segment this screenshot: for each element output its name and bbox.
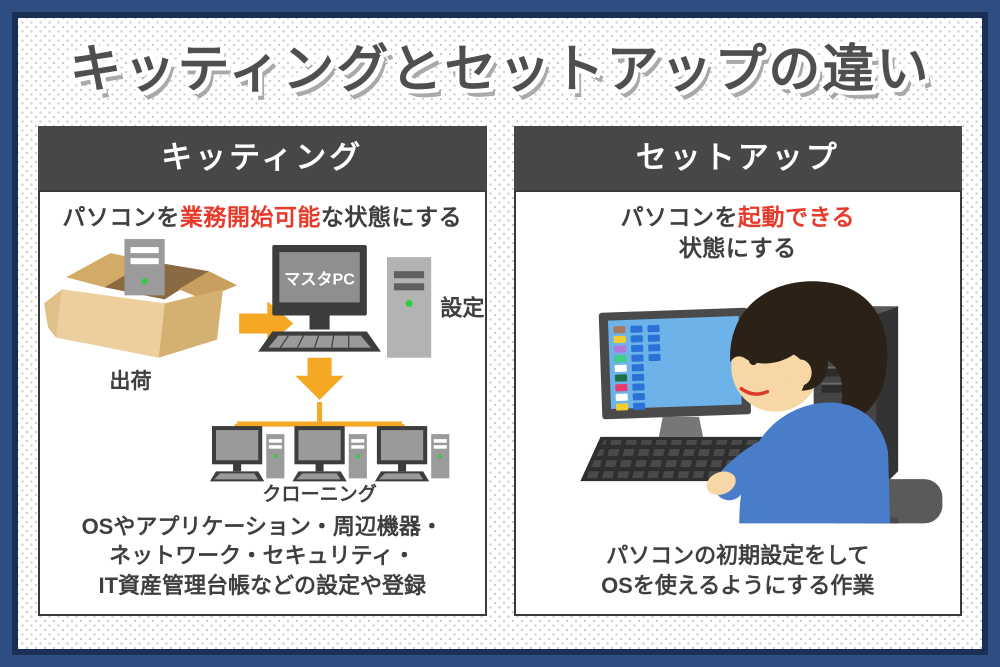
- clone-pc-icon-3: [374, 426, 450, 482]
- settings-tower-icon: [386, 257, 432, 358]
- setup-lead-prefix: パソコンを: [620, 204, 738, 231]
- kitting-panel: キッティング パソコンを業務開始可能な状態にする: [38, 126, 487, 617]
- page-title: キッティングとセットアップの違い: [69, 41, 931, 99]
- person-mouth: [739, 387, 769, 397]
- person-eye: [747, 350, 758, 366]
- setup-lead-text: パソコンを起動できる状態にする: [520, 202, 957, 264]
- setup-lead-highlight: 起動できる: [737, 204, 856, 231]
- setup-lead-line2: 状態にする: [678, 235, 797, 262]
- kitting-lead-prefix: パソコンを: [62, 204, 180, 231]
- setup-footer-line: OSを使えるようにする作業: [601, 572, 875, 598]
- kitting-lead-suffix: な状態にする: [320, 204, 463, 231]
- master-pc-label: マスタPC: [284, 271, 355, 289]
- shipping-box-icon: [44, 239, 238, 358]
- person-hair: [729, 281, 887, 428]
- setup-panel: セットアップ パソコンを起動できる状態にする: [513, 126, 962, 617]
- clone-pc-icon-1: [209, 426, 285, 482]
- master-pc-icon: マスタPC: [258, 245, 381, 352]
- arrow-down-icon: [295, 357, 344, 401]
- setup-footer-text: パソコンの初期設定をして OSを使えるようにする作業: [520, 541, 957, 614]
- person-illustration: [706, 281, 890, 524]
- dotted-background: キッティングとセットアップの違い キッティング パソコンを業務開始可能な状態にす…: [12, 12, 988, 655]
- clone-pc-icon-2: [292, 426, 367, 482]
- kitting-diagram: 出荷 マスタPC: [44, 239, 484, 505]
- shipping-label: 出荷: [109, 369, 151, 393]
- kitting-lead-highlight: 業務開始可能: [179, 204, 321, 231]
- monitor-stand: [658, 417, 703, 438]
- kitting-footer-line: IT資産管理台帳などの設定や登録: [98, 572, 427, 598]
- setting-label: 設定: [440, 296, 484, 321]
- kitting-footer-line: ネットワーク・セキュリティ・: [109, 543, 416, 569]
- setup-footer-line: パソコンの初期設定をして: [606, 543, 870, 569]
- kitting-panel-body: パソコンを業務開始可能な状態にする: [38, 190, 487, 617]
- person-eyebrow: [743, 336, 771, 345]
- monitor-icon: [598, 308, 751, 420]
- person-hand: [706, 471, 736, 496]
- kitting-lead-text: パソコンを業務開始可能な状態にする: [44, 202, 481, 233]
- kitting-footer-text: OSやアプリケーション・周辺機器・ ネットワーク・セキュリティ・ IT資産管理台…: [44, 512, 481, 614]
- setup-panel-header: セットアップ: [513, 126, 962, 191]
- screen-icons: [612, 325, 661, 411]
- kitting-footer-line: OSやアプリケーション・周辺機器・: [81, 513, 443, 539]
- kitting-panel-header: キッティング: [38, 126, 487, 191]
- person-ear: [789, 359, 812, 386]
- setup-panel-title: セットアップ: [635, 140, 840, 176]
- kitting-panel-title: キッティング: [161, 140, 364, 176]
- setup-illustration: [579, 281, 942, 524]
- setup-panel-body: パソコンを起動できる状態にする: [513, 190, 962, 617]
- cloning-label: クローニング: [262, 483, 377, 505]
- comparison-panels: キッティング パソコンを業務開始可能な状態にする: [38, 126, 962, 617]
